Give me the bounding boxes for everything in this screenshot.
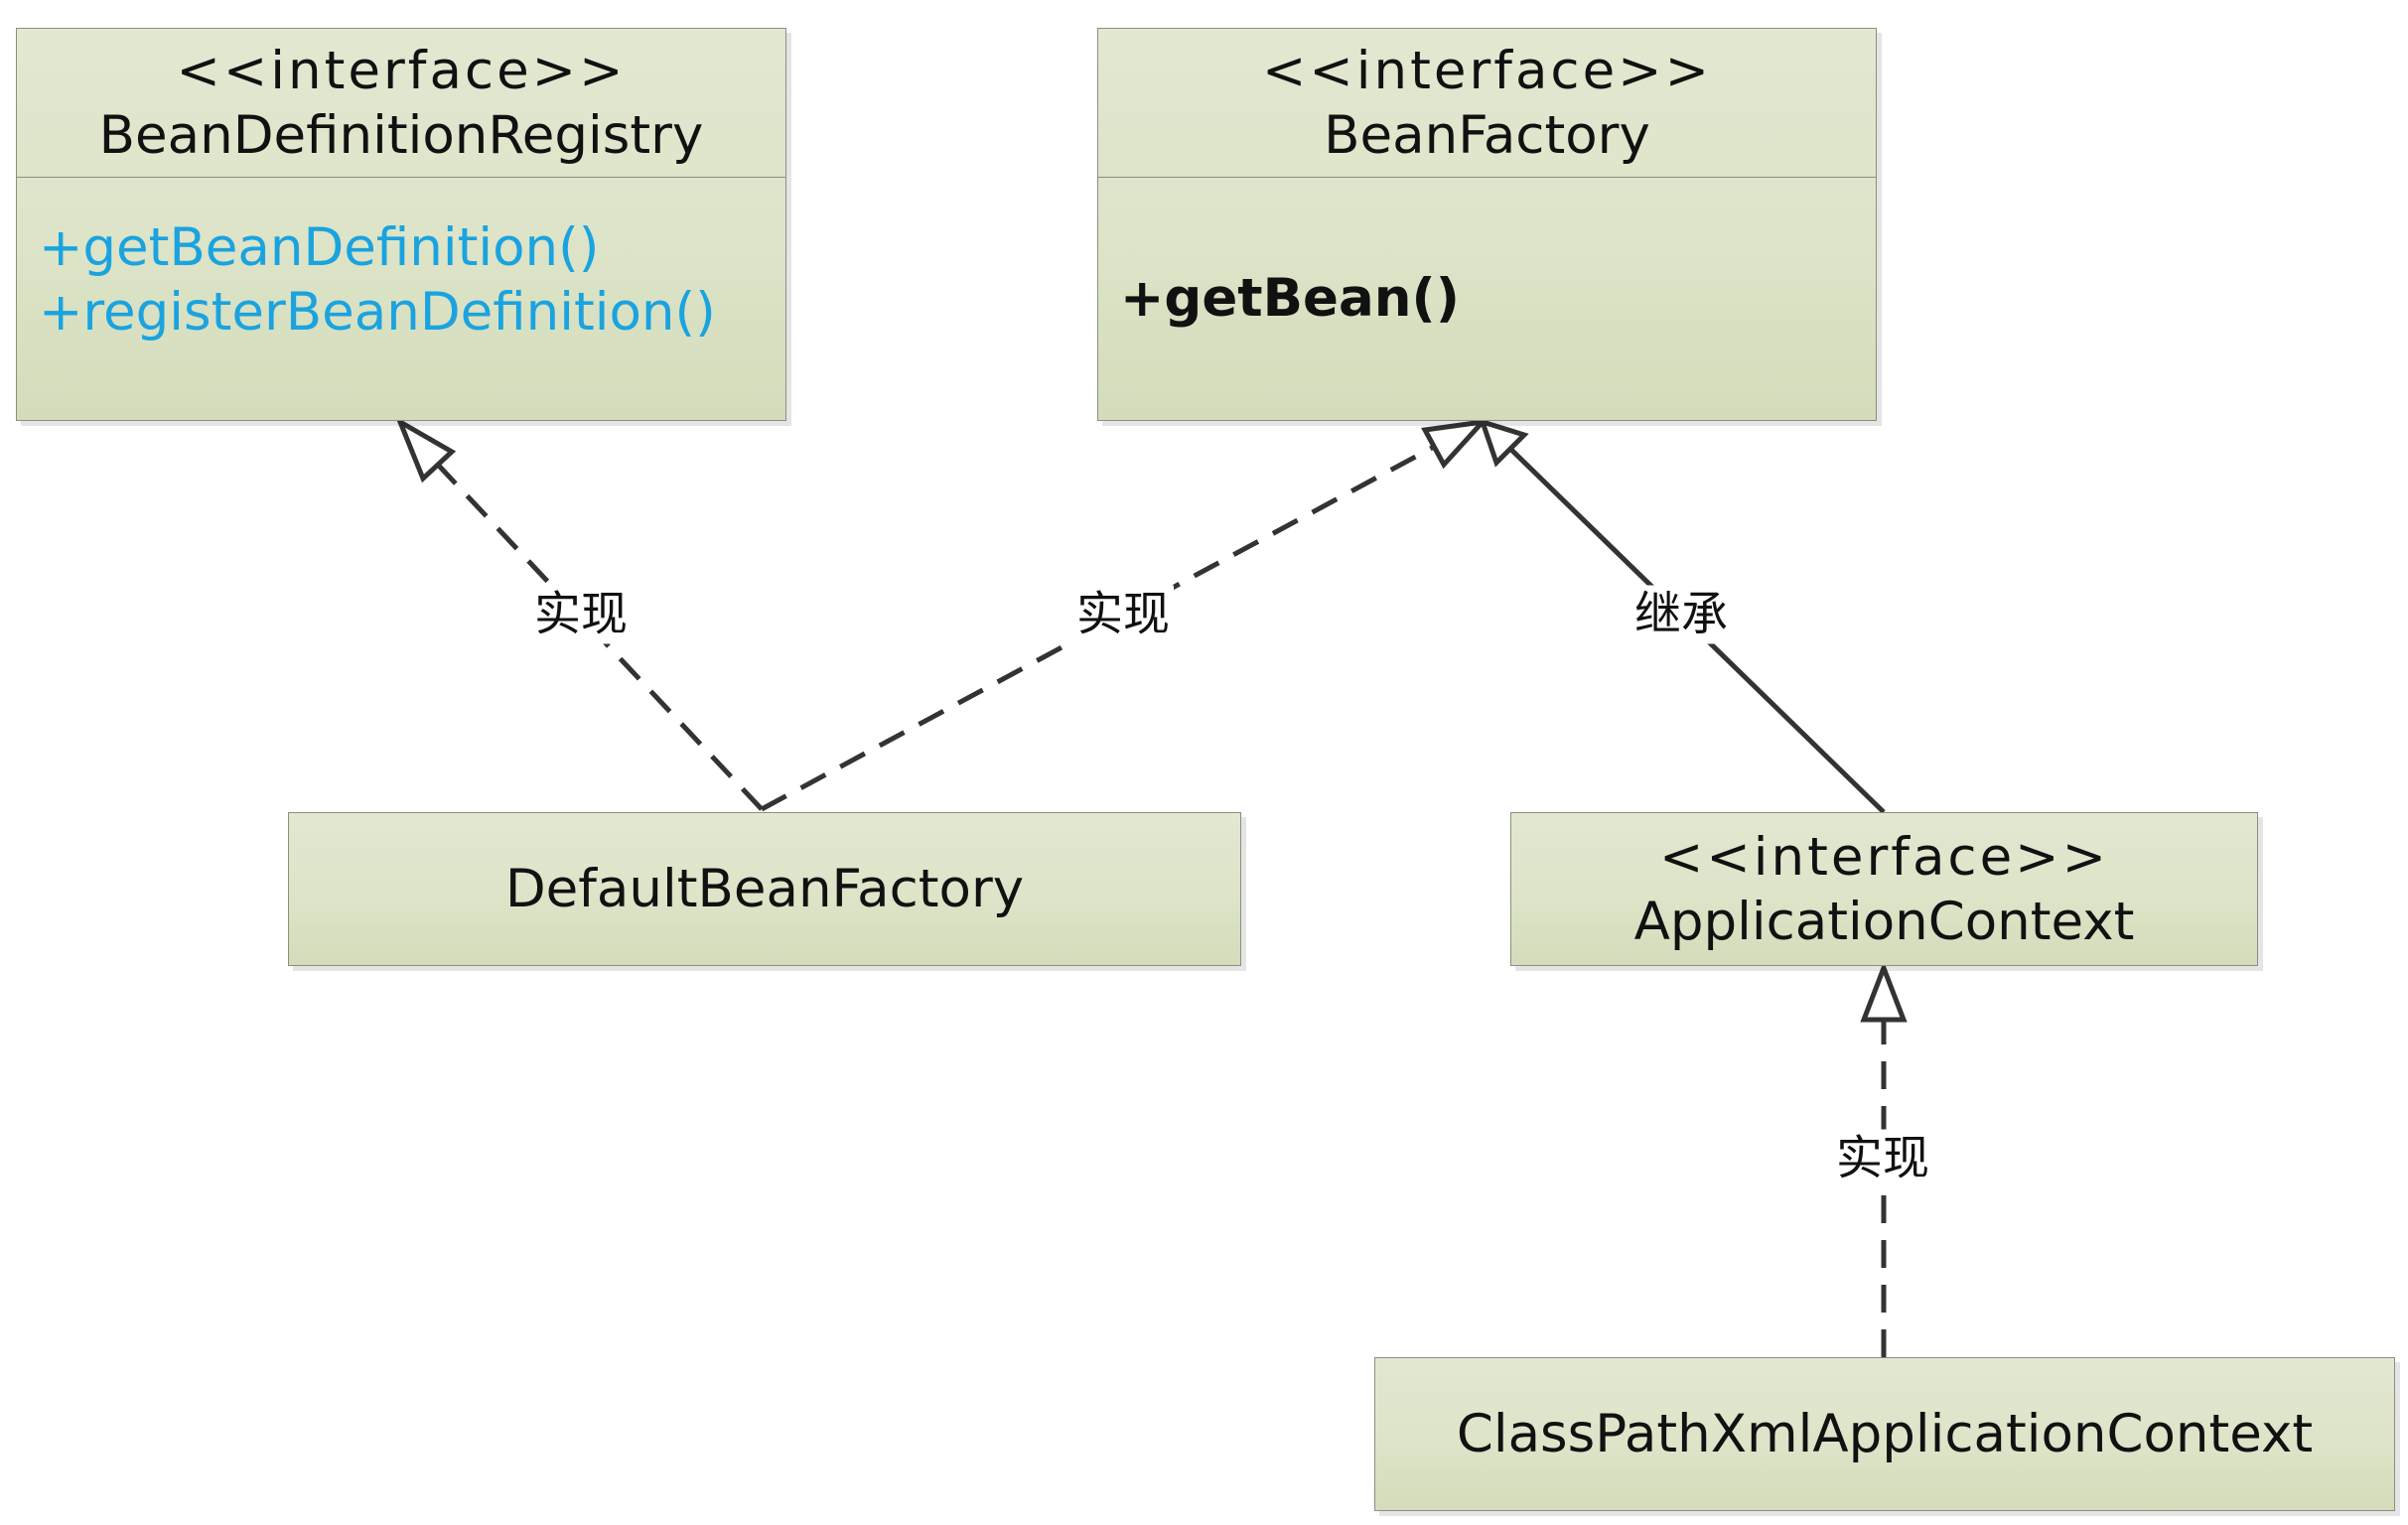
stereotype-label: <<interface>> xyxy=(1261,40,1712,101)
relation-label: 继承 xyxy=(1630,585,1732,644)
relation-label: 实现 xyxy=(530,585,632,644)
method-list: +getBean() xyxy=(1098,178,1876,419)
stereotype-label: <<interface>> xyxy=(1658,826,2109,888)
hollow-arrowhead-icon xyxy=(394,416,457,484)
class-name: ApplicationContext xyxy=(1633,891,2135,952)
method-register-bean-definition: +registerBeanDefinition() xyxy=(39,281,716,343)
class-box-bean-factory[interactable]: <<interface>> BeanFactory +getBean() xyxy=(1097,28,1877,421)
method-list: +getBeanDefinition() +registerBeanDefini… xyxy=(17,178,785,419)
class-name: BeanDefinitionRegistry xyxy=(98,104,704,166)
class-header: <<interface>> BeanFactory xyxy=(1098,29,1876,178)
class-name: ClassPathXmlApplicationContext xyxy=(1456,1404,2314,1464)
class-header: <<interface>> BeanDefinitionRegistry xyxy=(17,29,785,178)
method-get-bean: +getBean() xyxy=(1120,268,1460,329)
hollow-arrowhead-icon xyxy=(1421,418,1489,470)
relation-label: 实现 xyxy=(1072,585,1174,644)
class-name: BeanFactory xyxy=(1324,104,1650,166)
method-get-bean-definition: +getBeanDefinition() xyxy=(39,216,600,278)
class-box-default-bean-factory[interactable]: DefaultBeanFactory xyxy=(288,812,1241,966)
hollow-arrowhead-icon xyxy=(1479,418,1529,468)
class-name: DefaultBeanFactory xyxy=(504,859,1025,919)
class-box-class-path-xml-application-context[interactable]: ClassPathXmlApplicationContext xyxy=(1374,1357,2395,1511)
class-box-application-context[interactable]: <<interface>> ApplicationContext xyxy=(1510,812,2258,966)
class-header: <<interface>> ApplicationContext xyxy=(1511,813,2257,965)
stereotype-label: <<interface>> xyxy=(176,40,627,101)
relation-label: 实现 xyxy=(1832,1129,1933,1188)
hollow-arrowhead-icon xyxy=(1860,961,1908,1023)
class-box-bean-definition-registry[interactable]: <<interface>> BeanDefinitionRegistry +ge… xyxy=(16,28,786,421)
